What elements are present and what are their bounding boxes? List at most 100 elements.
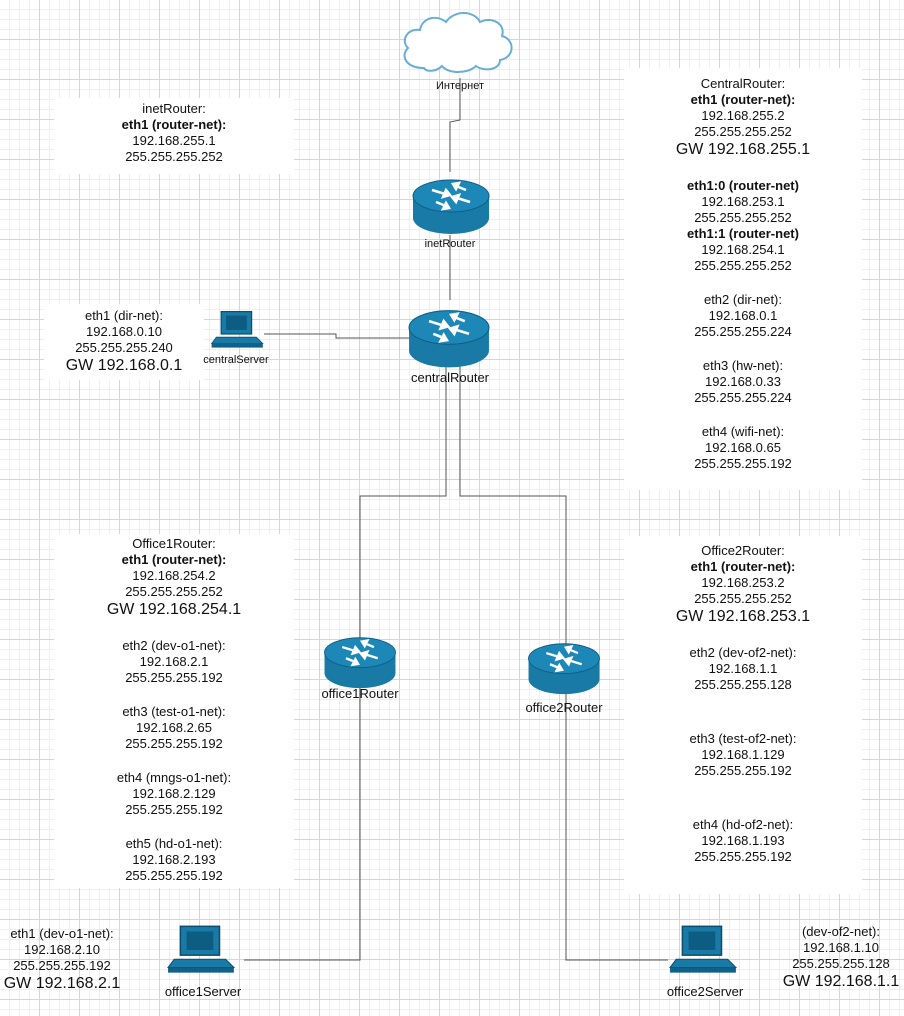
office1-eth3: eth3 (test-o1-net):: [122, 704, 226, 719]
centralrouter-info: CentralRouter: eth1 (router-net): 192.16…: [624, 76, 862, 472]
central-eth4-mask: 255.255.255.192: [694, 456, 792, 471]
office1router-info: Office1Router: eth1 (router-net): 192.16…: [54, 536, 294, 884]
office1server-info: eth1 (dev-o1-net): 192.168.2.10 255.255.…: [0, 926, 124, 994]
office2-eth4: eth4 (hd-of2-net):: [692, 817, 794, 832]
office1-eth1-mask: 255.255.255.252: [125, 584, 223, 599]
office1-panel: [54, 534, 294, 888]
central-eth3-ip: 192.168.0.33: [705, 374, 781, 389]
office2-eth4-ip: 192.168.1.193: [701, 833, 785, 848]
central-eth4-ip: 192.168.0.65: [705, 440, 781, 455]
office1-eth4-mask: 255.255.255.192: [125, 802, 223, 817]
centralserver-label: centralServer: [203, 354, 269, 366]
office1-eth5-ip: 192.168.2.193: [132, 852, 216, 867]
central-eth1-mask: 255.255.255.252: [694, 124, 792, 139]
office1-eth5-mask: 255.255.255.192: [125, 868, 223, 883]
centralserver-gw: GW 192.168.0.1: [65, 357, 183, 374]
office2-eth1-ip: 192.168.253.2: [701, 575, 785, 590]
inetrouter-info: inetRouter: eth1 (router-net): 192.168.2…: [54, 101, 294, 165]
office2-eth3: eth3 (test-of2-net):: [689, 731, 797, 746]
centralserver-ip: 192.168.0.10: [86, 324, 162, 339]
office1-eth2-mask: 255.255.255.192: [125, 670, 223, 685]
office1-eth1-gw: GW 192.168.254.1: [106, 601, 242, 618]
office1server-ip: 192.168.2.10: [24, 942, 100, 957]
office1server-eth1: eth1 (dev-o1-net):: [10, 926, 114, 941]
link-centralrouter-office1: [244, 362, 447, 961]
office2server-mask: 255.255.255.128: [792, 956, 890, 971]
office2-eth2-mask: 255.255.255.128: [694, 677, 792, 692]
inetrouter-panel: [54, 98, 294, 174]
office1-title: Office1Router:: [132, 536, 216, 551]
central-eth1-0-mask: 255.255.255.252: [694, 210, 792, 225]
inetrouter-label: inetRouter: [424, 238, 476, 250]
centralserver-info: eth1 (dir-net): 192.168.0.10 255.255.255…: [44, 308, 204, 376]
office2-eth3-mask: 255.255.255.192: [694, 763, 792, 778]
central-eth1-gw: GW 192.168.255.1: [675, 141, 811, 158]
office2server-label: office2Server: [666, 984, 744, 999]
office2-eth1-gw: GW 192.168.253.1: [675, 608, 811, 625]
central-eth2-mask: 255.255.255.224: [694, 324, 792, 339]
office1server-label: office1Server: [164, 984, 242, 999]
office1-eth3-ip: 192.168.2.65: [136, 720, 212, 735]
office1-eth5: eth5 (hd-o1-net):: [125, 836, 223, 851]
office2-title: Office2Router:: [701, 543, 785, 558]
office2-eth1-mask: 255.255.255.252: [694, 591, 792, 606]
central-eth1-0: eth1:0 (router-net): [687, 178, 799, 193]
office1-eth2: eth2 (dev-o1-net):: [122, 638, 226, 653]
inetrouter-title: inetRouter:: [142, 101, 206, 116]
central-eth3-mask: 255.255.255.224: [694, 390, 792, 405]
office1router-label: office1Router: [321, 686, 399, 701]
inetrouter-ip: 192.168.255.1: [132, 133, 216, 148]
office2server-ip: 192.168.1.10: [803, 940, 879, 955]
office1router-icon[interactable]: [322, 634, 398, 690]
link-centralserver-centralrouter: [264, 333, 410, 339]
office2-eth2-ip: 192.168.1.1: [708, 661, 778, 676]
office1-eth1: eth1 (router-net):: [121, 552, 227, 567]
central-eth1: eth1 (router-net):: [690, 92, 796, 107]
central-eth1-ip: 192.168.255.2: [701, 108, 785, 123]
office2server-gw: GW 192.168.1.1: [782, 973, 900, 990]
office1server-mask: 255.255.255.192: [13, 958, 111, 973]
office2router-label: office2Router: [525, 700, 603, 715]
office2server-eth1: (dev-of2-net):: [801, 924, 881, 939]
office2-eth4-mask: 255.255.255.192: [694, 849, 792, 864]
office1-eth3-mask: 255.255.255.192: [125, 736, 223, 751]
internet-label: Интернет: [436, 80, 484, 92]
inetrouter-eth1: eth1 (router-net):: [121, 117, 227, 132]
centralserver-icon[interactable]: [210, 310, 266, 350]
central-eth1-1-ip: 192.168.254.1: [701, 242, 785, 257]
central-eth1-1-mask: 255.255.255.252: [694, 258, 792, 273]
centralserver-panel: [44, 304, 204, 380]
office2server-icon[interactable]: [668, 924, 740, 976]
office2-panel: [624, 536, 862, 894]
centralserver-eth1: eth1 (dir-net):: [84, 308, 164, 323]
office2router-icon[interactable]: [526, 640, 602, 696]
office1-eth1-ip: 192.168.254.2: [132, 568, 216, 583]
office2-eth3-ip: 192.168.1.129: [701, 747, 785, 762]
centralserver-mask: 255.255.255.240: [75, 340, 173, 355]
central-eth3: eth3 (hw-net):: [702, 358, 784, 373]
office1-eth2-ip: 192.168.2.1: [139, 654, 209, 669]
centralrouter-panel: [624, 68, 862, 490]
central-title: CentralRouter:: [700, 76, 786, 91]
centralrouter-label: centralRouter: [410, 370, 490, 385]
office1-eth4-ip: 192.168.2.129: [132, 786, 216, 801]
link-cloud-inetrouter: [449, 78, 461, 172]
inetrouter-icon[interactable]: [412, 176, 490, 236]
internet-cloud-icon: [403, 12, 513, 73]
centralrouter-icon[interactable]: [408, 306, 490, 370]
office1server-icon[interactable]: [166, 924, 238, 976]
office1server-gw: GW 192.168.2.1: [3, 975, 121, 992]
central-eth1-1: eth1:1 (router-net): [687, 226, 799, 241]
central-eth2-ip: 192.168.0.1: [708, 308, 778, 323]
office2-eth2: eth2 (dev-of2-net):: [689, 645, 797, 660]
office2router-info: Office2Router: eth1 (router-net): 192.16…: [624, 543, 862, 865]
office2server-info: (dev-of2-net): 192.168.1.10 255.255.255.…: [778, 924, 904, 992]
office1-eth4: eth4 (mngs-o1-net):: [116, 770, 232, 785]
central-eth1-0-ip: 192.168.253.1: [701, 194, 785, 209]
link-centralrouter-office2: [459, 362, 668, 961]
central-eth2: eth2 (dir-net):: [703, 292, 783, 307]
central-eth4: eth4 (wifi-net):: [701, 424, 785, 439]
inetrouter-mask: 255.255.255.252: [125, 149, 223, 164]
office2-eth1: eth1 (router-net):: [690, 559, 796, 574]
